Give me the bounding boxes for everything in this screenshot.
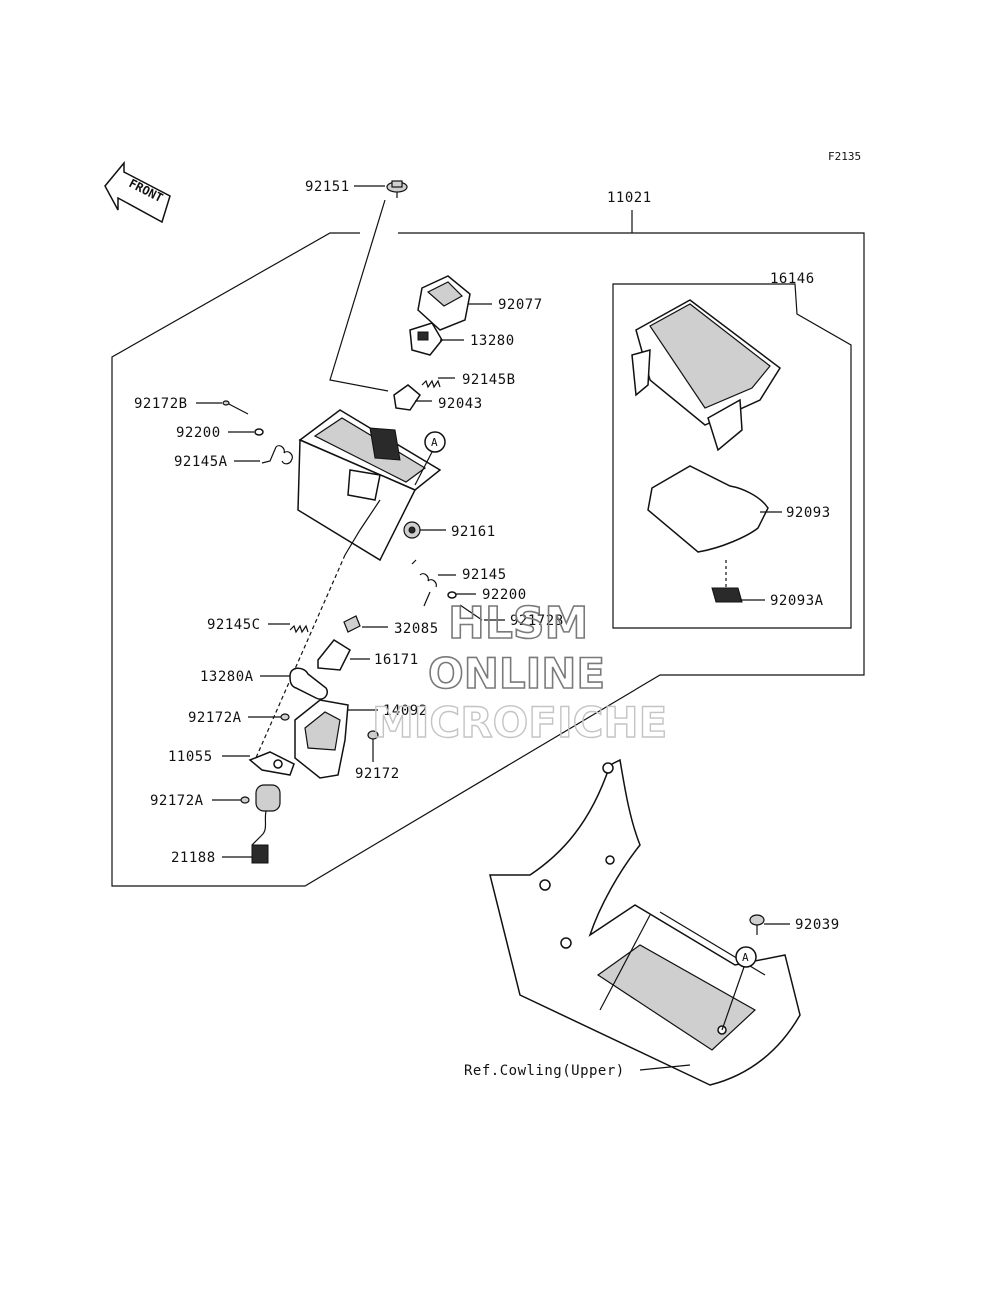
damper-92161 (403, 521, 421, 539)
label-16146: 16146 (770, 271, 815, 287)
label-92172A-upper: 92172A (188, 710, 242, 726)
cover-14092 (294, 699, 349, 779)
label-92200: 92200 (176, 425, 221, 441)
cowling-upper (489, 758, 801, 1086)
bolt-92172b-right (459, 604, 483, 621)
subassembly-frame-16146 (612, 283, 852, 629)
guide-axis (254, 554, 346, 761)
spring-92145b (421, 379, 441, 389)
pad-92093a (711, 560, 743, 603)
label-92043: 92043 (438, 396, 483, 412)
label-11055: 11055 (168, 749, 213, 765)
pin-32085 (343, 615, 361, 633)
bolt-92039 (749, 914, 765, 935)
tray-16146 (631, 299, 781, 452)
bolt-92172a-upper (280, 713, 290, 721)
bracket-11055 (248, 751, 295, 776)
mat-92093 (647, 465, 769, 553)
label-13280: 13280 (470, 333, 515, 349)
bolt-92172b (222, 400, 249, 415)
label-92151: 92151 (305, 179, 350, 195)
label-92161: 92161 (451, 524, 496, 540)
label-16171: 16171 (374, 652, 419, 668)
storage-box (297, 409, 442, 562)
callout-a-lower: A (721, 946, 757, 1031)
label-92145A: 92145A (174, 454, 228, 470)
label-92145B: 92145B (462, 372, 516, 388)
figure-code: F2135 (828, 150, 861, 163)
spring-92145 (411, 559, 437, 607)
watermark-line3: MICROFICHE (372, 698, 667, 747)
bracket-16171 (317, 639, 351, 671)
washer-92200 (254, 428, 264, 436)
label-13280A: 13280A (200, 669, 254, 685)
bolt-92172 (367, 730, 379, 748)
front-arrow-icon: FRONT (104, 160, 171, 224)
label-92200-right: 92200 (482, 587, 527, 603)
label-92077: 92077 (498, 297, 543, 313)
label-92172: 92172 (355, 766, 400, 782)
lid-92077 (417, 275, 471, 331)
label-92039: 92039 (795, 917, 840, 933)
spring-92145c (289, 624, 309, 634)
leader-lines (196, 185, 790, 1071)
callout-a-lower-label: A (742, 951, 749, 964)
label-92172B-right: 92172B (510, 613, 564, 629)
lock-92043 (393, 384, 421, 411)
assembly-frame-11021 (111, 210, 865, 887)
label-14092: 14092 (383, 703, 428, 719)
watermark: HLSM ONLINE MICROFICHE (371, 597, 668, 748)
callout-a-upper-label: A (431, 436, 438, 449)
label-92093: 92093 (786, 505, 831, 521)
label-92093A: 92093A (770, 593, 824, 609)
lever-13280a (289, 667, 328, 700)
label-11021: 11021 (607, 190, 652, 206)
label-32085: 32085 (394, 621, 439, 637)
washer-92200-right (447, 591, 457, 599)
label-92172A-lower: 92172A (150, 793, 204, 809)
latch-13280 (409, 322, 443, 356)
watermark-line2: ONLINE (428, 649, 605, 698)
label-92145: 92145 (462, 567, 507, 583)
bolt-92151 (329, 180, 408, 392)
label-92145C: 92145C (207, 617, 261, 633)
callout-a-upper: A (414, 431, 446, 486)
watermark-line1: HLSM (448, 598, 588, 649)
label-ref-cowling: Ref.Cowling(Upper) (464, 1063, 625, 1079)
label-92172B: 92172B (134, 396, 188, 412)
actuator-21188 (251, 784, 281, 864)
bolt-92172a-lower (240, 796, 250, 804)
spring-92145a (261, 445, 293, 465)
label-21188: 21188 (171, 850, 216, 866)
